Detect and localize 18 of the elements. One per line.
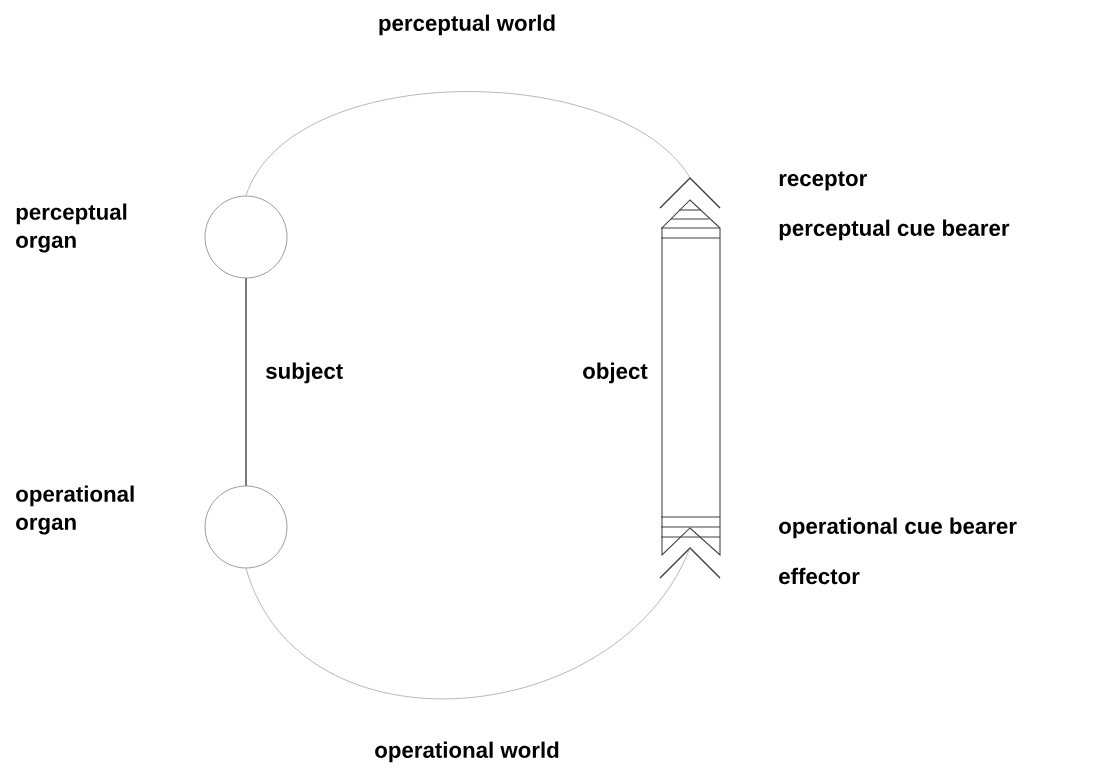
organ-circle — [204, 485, 288, 569]
text-label: perceptual cue bearer — [779, 219, 1010, 241]
text-label: perceptual world — [379, 14, 555, 36]
side-label: operational organ — [16, 485, 134, 535]
connector-line — [245, 547, 691, 699]
side-label: effector — [779, 567, 860, 585]
organ-circle — [204, 195, 288, 279]
connector-line — [245, 91, 691, 196]
object-bar — [660, 199, 721, 557]
side-label: perceptual organ — [16, 203, 127, 253]
chevron-symbol — [659, 547, 721, 579]
side-label: object — [583, 362, 648, 384]
connector-line — [245, 277, 247, 487]
text-label: operational world — [375, 741, 559, 763]
chevron-symbol — [659, 177, 721, 209]
text-label: operational cue bearer — [779, 517, 1017, 539]
side-label: receptor — [779, 171, 867, 191]
text-label: subject — [266, 362, 343, 384]
